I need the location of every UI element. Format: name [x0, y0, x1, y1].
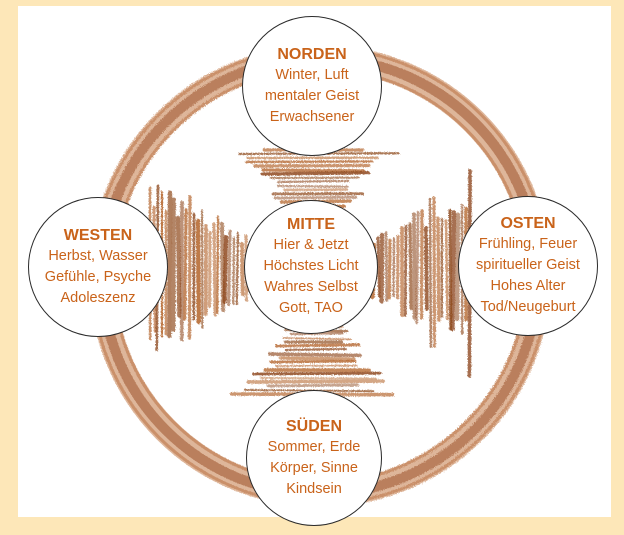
node-center-line: Gott, TAO [279, 298, 343, 319]
wave-stroke [233, 238, 234, 304]
node-west-title: WESTEN [64, 226, 132, 246]
wave-stroke [389, 241, 390, 298]
wave-stroke [285, 189, 347, 190]
wave-stroke [189, 197, 190, 339]
wave-stroke [198, 221, 199, 322]
wave-stroke [246, 161, 372, 162]
node-center: MITTE Hier & Jetzt Höchstes Licht Wahres… [244, 200, 378, 334]
wave-stroke [426, 228, 427, 309]
node-north-line: Erwachsener [270, 107, 355, 128]
node-center-line: Wahres Selbst [264, 277, 358, 298]
wave-stroke [281, 358, 354, 359]
wave-stroke [214, 224, 215, 315]
node-east-line: spiritueller Geist [476, 255, 580, 276]
node-east-line: Tod/Neugeburt [480, 297, 575, 318]
wave-stroke [386, 232, 387, 300]
node-south: SÜDEN Sommer, Erde Körper, Sinne Kindsei… [246, 390, 382, 526]
node-north-line: mentaler Geist [265, 86, 359, 107]
wave-stroke [446, 220, 447, 319]
wave-stroke [430, 199, 431, 347]
node-west-line: Gefühle, Psyche [45, 267, 151, 288]
wave-stroke [414, 214, 415, 318]
node-east-line: Frühling, Feuer [479, 234, 577, 255]
wave-stroke [173, 200, 174, 330]
node-east-title: OSTEN [500, 214, 555, 234]
wave-stroke [248, 381, 382, 382]
wave-stroke [270, 354, 360, 355]
node-south-title: SÜDEN [286, 417, 342, 437]
node-north: NORDEN Winter, Luft mentaler Geist Erwac… [242, 16, 382, 156]
node-west-line: Adoleszenz [61, 288, 136, 309]
node-south-line: Körper, Sinne [270, 458, 358, 479]
wave-stroke [453, 212, 454, 329]
wave-stroke [417, 212, 418, 322]
wave-stroke [378, 238, 379, 296]
wave-stroke [178, 218, 179, 316]
wave-stroke [271, 361, 356, 362]
wave-stroke [254, 373, 381, 374]
wave-stroke [278, 181, 349, 182]
node-west-line: Herbst, Wasser [48, 246, 147, 267]
wave-stroke [277, 345, 359, 346]
wave-stroke [217, 217, 218, 313]
wave-stroke [286, 349, 346, 350]
wave-stroke [237, 233, 238, 304]
wave-stroke [421, 211, 422, 318]
wave-stroke [283, 338, 351, 339]
wave-stroke [438, 218, 439, 320]
node-center-line: Höchstes Licht [263, 256, 358, 277]
wave-stroke [405, 226, 406, 316]
wave-stroke [185, 210, 186, 320]
node-east: OSTEN Frühling, Feuer spiritueller Geist… [458, 196, 598, 336]
node-north-line: Winter, Luft [275, 65, 348, 86]
wave-stroke [169, 193, 170, 336]
wave-stroke [397, 237, 398, 298]
wave-stroke [268, 385, 357, 386]
node-south-line: Kindsein [286, 479, 342, 500]
node-west: WESTEN Herbst, Wasser Gefühle, Psyche Ad… [28, 197, 168, 337]
node-east-line: Hohes Alter [491, 276, 566, 297]
node-north-title: NORDEN [277, 45, 346, 65]
node-center-line: Hier & Jetzt [274, 235, 349, 256]
node-south-line: Sommer, Erde [268, 437, 361, 458]
wave-stroke [225, 237, 226, 301]
wave-stroke [242, 244, 243, 294]
wave-stroke [450, 210, 451, 329]
wave-stroke [263, 173, 369, 174]
node-center-title: MITTE [287, 215, 335, 235]
wave-stroke [278, 186, 348, 187]
wave-stroke [263, 170, 363, 171]
wave-stroke [434, 198, 435, 346]
wave-stroke [275, 197, 356, 198]
wave-stroke [410, 224, 411, 308]
wave-stroke [229, 231, 230, 304]
